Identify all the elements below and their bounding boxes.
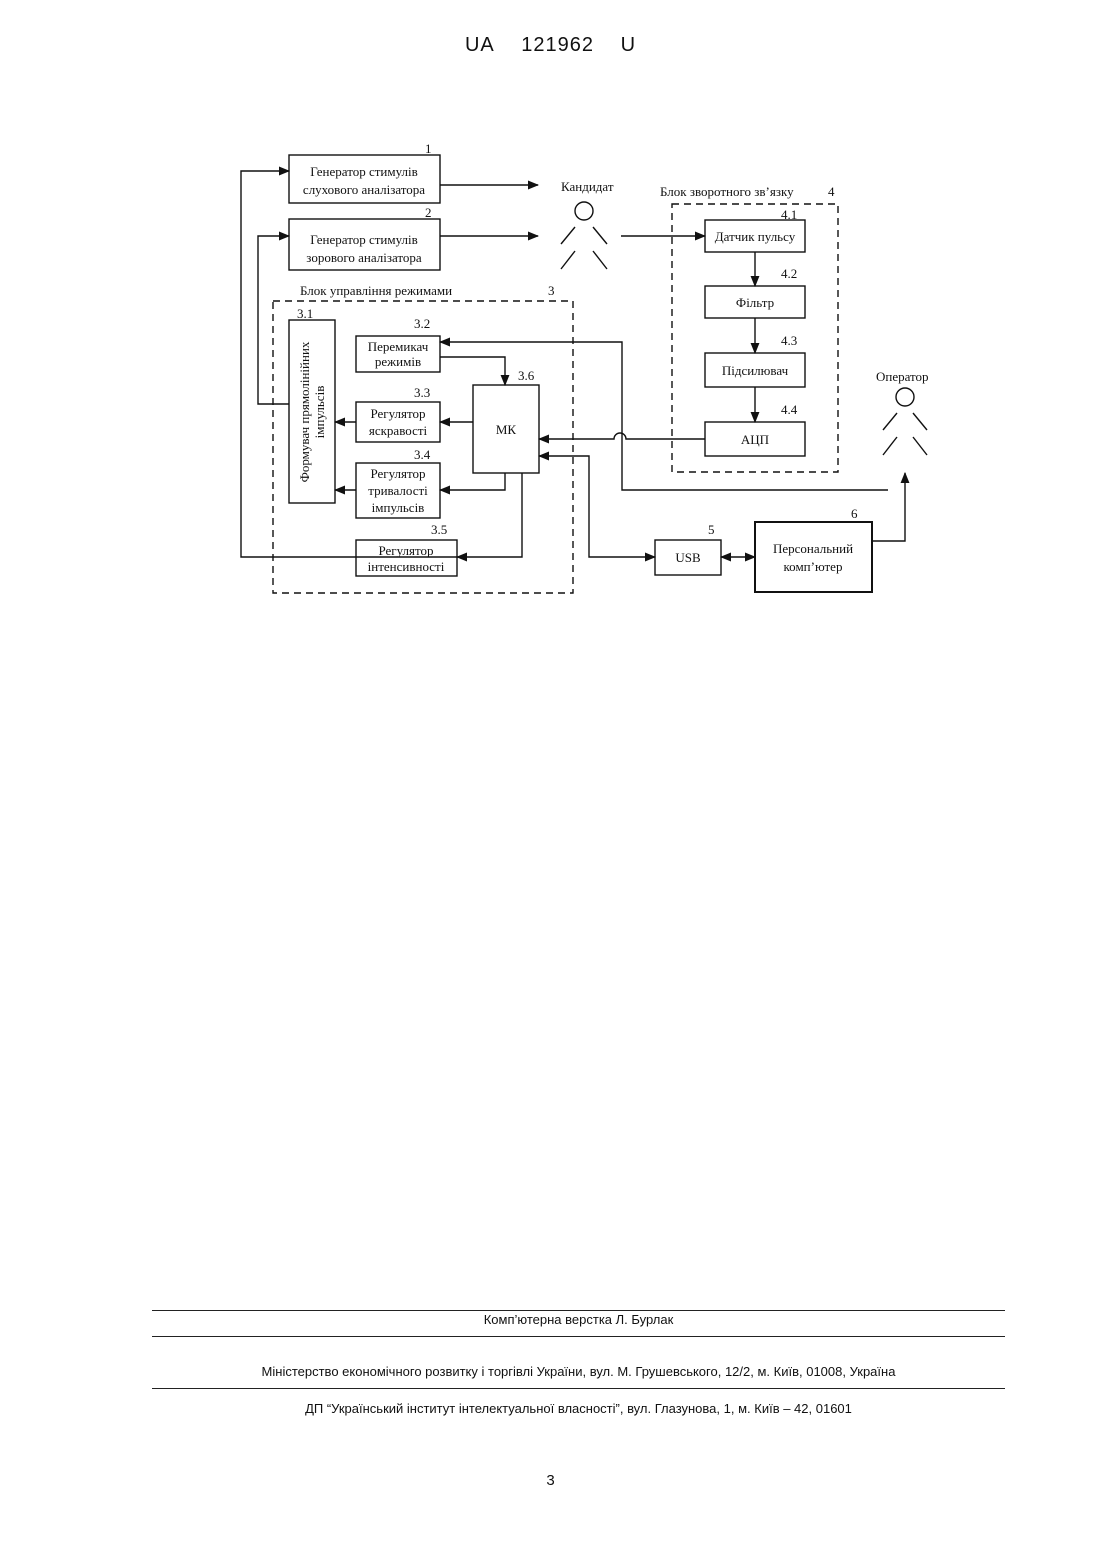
duration-label-3: імпульсів: [372, 500, 425, 515]
pc-box: [755, 522, 872, 592]
brightness-num: 3.3: [414, 385, 430, 400]
feedback-num: 4: [828, 184, 835, 199]
line-mode-switch-mcu: [440, 357, 505, 385]
footer-institute: ДП “Український інститут інтелектуальної…: [152, 1401, 1005, 1416]
intensity-num: 3.5: [431, 522, 447, 537]
line-mcu-usb: [539, 456, 655, 557]
filter-num: 4.2: [781, 266, 797, 281]
gen-audio-label-2: слухового аналізатора: [303, 182, 425, 197]
feedback-title: Блок зворотного зв’язку: [660, 184, 794, 199]
line-operator-mode-switch: [440, 342, 888, 490]
line-pc-operator: [872, 473, 905, 541]
candidate-label: Кандидат: [561, 179, 614, 194]
footer-layout-credit: Комп’ютерна верстка Л. Бурлак: [152, 1312, 1005, 1327]
control-title: Блок управління режимами: [300, 283, 452, 298]
usb-label: USB: [675, 550, 701, 565]
operator-label: Оператор: [876, 369, 929, 384]
intensity-label-2: інтенсивності: [368, 559, 445, 574]
shaper-label-2: імпульсів: [312, 386, 327, 439]
mode-switch-label-1: Перемикач: [368, 339, 429, 354]
adc-label: АЦП: [741, 432, 769, 447]
gen-audio-label-1: Генератор стимулів: [310, 164, 418, 179]
block-diagram: 1 Генератор стимулів слухового аналізато…: [0, 0, 1101, 700]
mcu-num: 3.6: [518, 368, 535, 383]
shaper-label-1: Формувач прямолінійних: [297, 341, 312, 482]
pulse-sensor-num: 4.1: [781, 207, 797, 222]
gen-visual-label-1: Генератор стимулів: [310, 232, 418, 247]
gen-audio-num: 1: [425, 141, 432, 156]
pc-label-2: комп’ютер: [784, 559, 843, 574]
pulse-sensor-label: Датчик пульсу: [715, 229, 796, 244]
gen-visual-num: 2: [425, 205, 432, 220]
operator-figure: [883, 388, 927, 455]
gen-visual-label-2: зорового аналізатора: [306, 250, 422, 265]
filter-label: Фільтр: [736, 295, 774, 310]
control-num: 3: [548, 283, 555, 298]
candidate-figure: [561, 202, 607, 269]
page-number: 3: [0, 1472, 1101, 1489]
pc-label-1: Персональний: [773, 541, 853, 556]
pc-num: 6: [851, 506, 858, 521]
intensity-label-1: Регулятор: [378, 543, 433, 558]
amplifier-num: 4.3: [781, 333, 797, 348]
footer-rule-top: [152, 1310, 1005, 1311]
footer-rule-bottom: [152, 1388, 1005, 1389]
shaper-num: 3.1: [297, 306, 313, 321]
brightness-label-1: Регулятор: [370, 406, 425, 421]
usb-num: 5: [708, 522, 715, 537]
brightness-label-2: яскравості: [369, 423, 428, 438]
line-shaper-gen1: [241, 171, 289, 557]
footer-rule-middle: [152, 1336, 1005, 1337]
mode-switch-num: 3.2: [414, 316, 430, 331]
duration-num: 3.4: [414, 447, 431, 462]
duration-label-2: тривалості: [368, 483, 428, 498]
duration-label-1: Регулятор: [370, 466, 425, 481]
amplifier-label: Підсилювач: [722, 363, 789, 378]
mcu-label: МК: [496, 422, 517, 437]
adc-num: 4.4: [781, 402, 798, 417]
mode-switch-label-2: режимів: [375, 354, 421, 369]
footer-ministry: Міністерство економічного розвитку і тор…: [152, 1364, 1005, 1379]
